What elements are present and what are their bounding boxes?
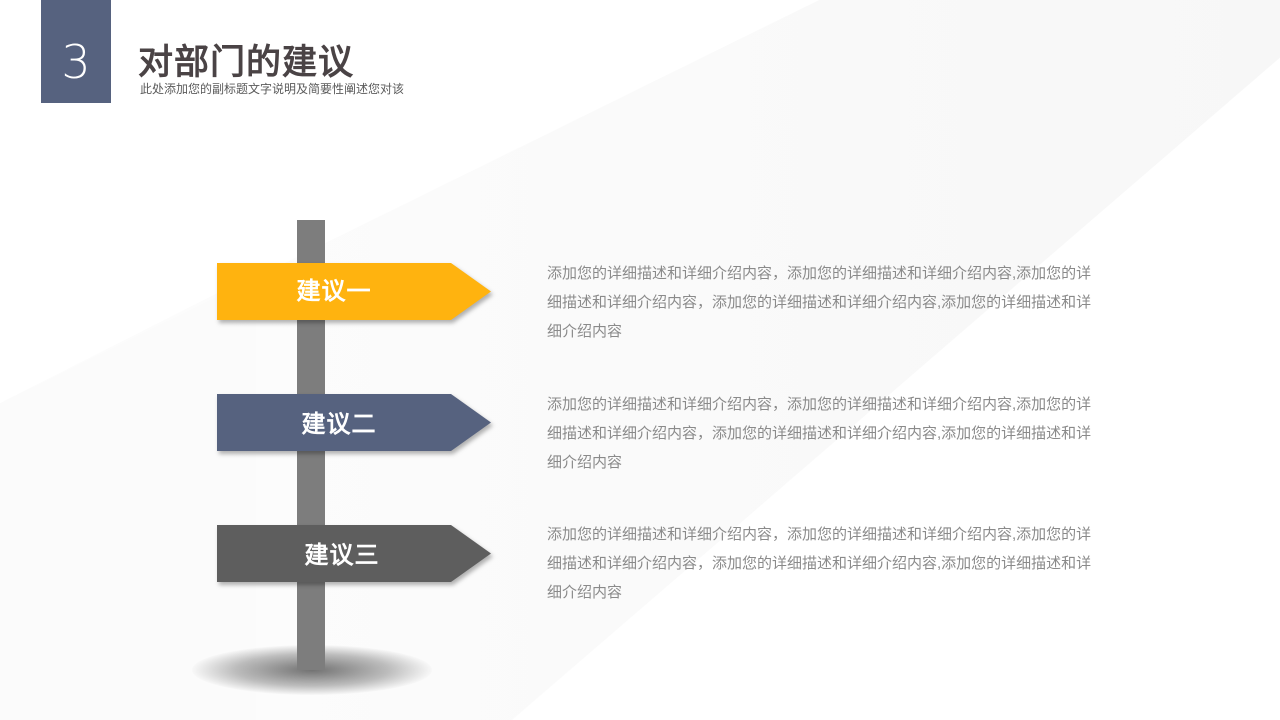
page-subtitle: 此处添加您的副标题文字说明及简要性阐述您对该	[140, 82, 405, 96]
suggestion-3-description: 添加您的详细描述和详细介绍内容，添加您的详细描述和详细介绍内容,添加您的详细描述…	[547, 526, 1092, 601]
arrow-shape-3	[217, 525, 491, 582]
arrow-shape-1	[217, 263, 491, 320]
page-title: 对部门的建议	[138, 43, 355, 82]
suggestion-2-description: 添加您的详细描述和详细介绍内容，添加您的详细描述和详细介绍内容,添加您的详细描述…	[547, 396, 1092, 471]
suggestion-1-description: 添加您的详细描述和详细介绍内容，添加您的详细描述和详细介绍内容,添加您的详细描述…	[547, 265, 1092, 340]
section-number-badge: 3	[41, 0, 111, 103]
suggestion-3-label: 建议三	[304, 542, 380, 569]
suggestion-2-label: 建议二	[301, 411, 377, 438]
section-number: 3	[61, 35, 91, 89]
suggestion-1-label: 建议一	[296, 278, 372, 305]
arrow-shape-2	[217, 394, 491, 451]
